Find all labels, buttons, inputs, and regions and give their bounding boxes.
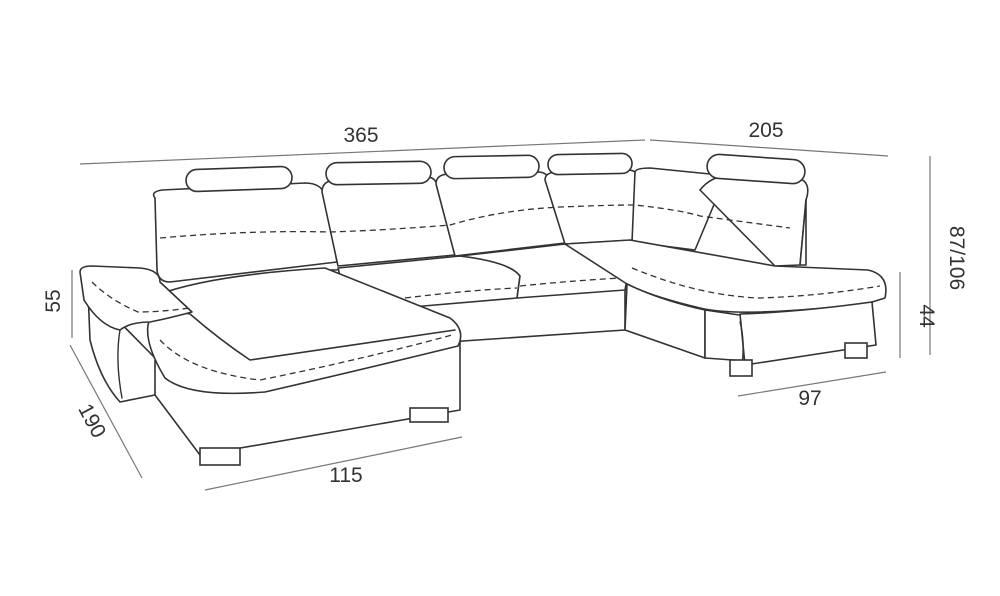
backrest-corner-cushion [631, 167, 720, 251]
dim-line-right-width [649, 139, 889, 157]
dim-line-right-depth [737, 371, 887, 397]
right-box-side [739, 301, 877, 366]
headrest-4 [547, 152, 633, 176]
right-section [564, 239, 887, 377]
label-seat-height: 44 [915, 304, 938, 328]
label-right-depth: 97 [798, 387, 821, 410]
dim-line-chaise-width [204, 436, 463, 491]
label-right-width: 205 [748, 119, 783, 142]
dimension-labels: 365 205 87/106 44 97 55 190 115 [42, 119, 968, 487]
left-leg-back [409, 407, 449, 423]
left-chaise [79, 265, 462, 466]
backrest-right-cushion [699, 175, 809, 267]
headrest-3 [443, 154, 540, 180]
backrest-seam [159, 204, 791, 239]
headrests [185, 152, 806, 193]
label-total-width: 365 [343, 124, 378, 147]
headrest-2 [325, 160, 432, 186]
headrest-5 [706, 153, 806, 185]
left-leg-front [199, 447, 241, 466]
headrest-1 [185, 165, 293, 193]
dim-line-chaise-depth [69, 344, 143, 479]
right-leg-back [844, 342, 868, 359]
label-chaise-width: 115 [329, 464, 362, 487]
dim-line-total-width [79, 139, 646, 165]
right-leg-front [729, 359, 753, 377]
label-armrest-height: 55 [42, 289, 65, 312]
dimension-lines [69, 139, 931, 491]
left-armrest [79, 265, 193, 331]
back-wall-right [799, 199, 807, 266]
label-back-height: 87/106 [945, 226, 968, 290]
label-chaise-depth: 190 [73, 400, 110, 442]
backrest-cushion-2 [321, 176, 456, 267]
